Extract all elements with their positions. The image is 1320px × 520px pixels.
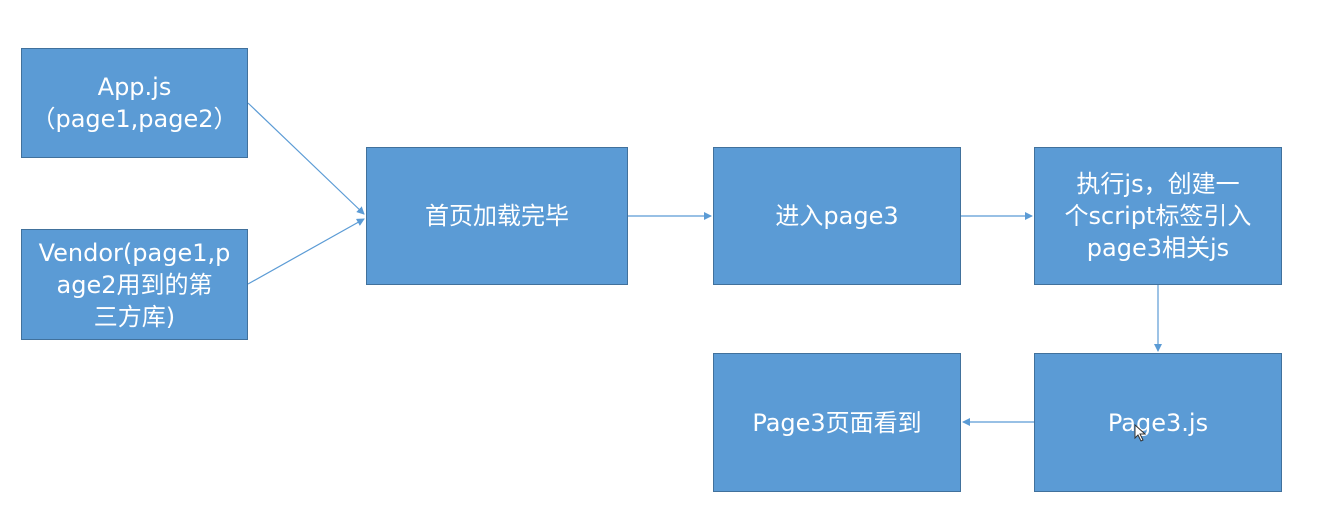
node-home-loaded: 首页加载完毕 xyxy=(366,147,628,285)
node-app-js: App.js （page1,page2） xyxy=(21,48,248,158)
edge-app-to-home xyxy=(247,102,365,215)
node-exec-script: 执行js，创建一 个script标签引入 page3相关js xyxy=(1034,147,1282,285)
node-app-js-line-2: （page1,page2） xyxy=(31,105,238,133)
node-exec-script-line-1: 执行js，创建一 xyxy=(1076,170,1240,198)
node-page3-seen-label: Page3页面看到 xyxy=(752,408,922,437)
node-vendor-line-1: Vendor(page1,p xyxy=(38,238,231,267)
node-exec-script-line-2: 个script标签引入 xyxy=(1064,202,1252,230)
node-enter-page3-label: 进入page3 xyxy=(775,202,899,230)
node-app-js-line-1: App.js xyxy=(97,73,172,101)
node-enter-page3: 进入page3 xyxy=(713,147,961,285)
node-vendor-line-2: age2用到的第 xyxy=(56,270,213,299)
node-page3-js: Page3.js xyxy=(1034,353,1282,492)
node-vendor: Vendor(page1,p age2用到的第 三方库) xyxy=(21,229,248,340)
node-home-loaded-label: 首页加载完毕 xyxy=(425,202,569,230)
node-page3-js-label: Page3.js xyxy=(1107,408,1209,437)
mouse-cursor-icon xyxy=(1134,424,1147,442)
edge-vendor-to-home xyxy=(247,218,365,285)
node-page3-seen: Page3页面看到 xyxy=(713,353,961,492)
node-vendor-line-3: 三方库) xyxy=(93,302,176,331)
node-exec-script-line-3: page3相关js xyxy=(1086,234,1230,262)
